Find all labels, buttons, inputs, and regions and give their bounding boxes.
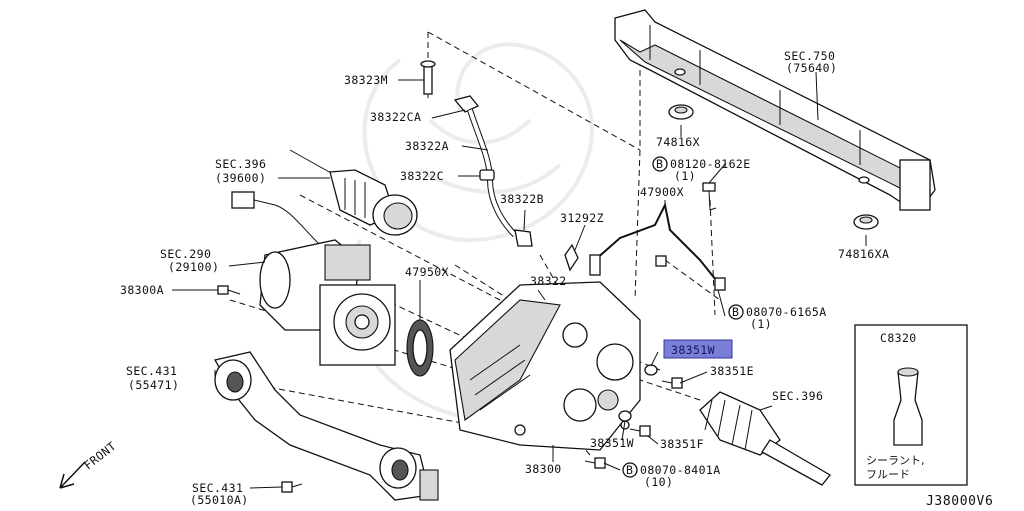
circled-b-icon: B <box>656 157 663 171</box>
label-sec290-sub: (29100) <box>168 260 219 274</box>
label-38351f[interactable]: 38351F <box>660 437 704 451</box>
grommet-74816x[interactable] <box>668 104 694 120</box>
front-label: FRONT <box>81 439 118 473</box>
inset-text-line2: フルード <box>866 468 910 481</box>
qty-08070-8401a: (10) <box>644 475 673 489</box>
clip-31292z[interactable] <box>564 243 579 272</box>
wiring-connector[interactable] <box>231 191 321 246</box>
washer-38351w-upper[interactable] <box>644 364 658 376</box>
label-sec290[interactable]: SEC.290 <box>160 247 211 261</box>
label-38300[interactable]: 38300 <box>525 462 562 476</box>
sealant-inset-panel <box>854 324 968 486</box>
bolt-08120[interactable] <box>702 182 716 211</box>
label-sec431-bot-sub: (55010A) <box>190 493 249 507</box>
label-sec396-top[interactable]: SEC.396 <box>215 157 266 171</box>
qty-08120-8162e: (1) <box>674 169 696 183</box>
axle-shaft-right[interactable] <box>699 391 831 486</box>
label-08070-6165a: 08070-6165A <box>746 305 827 319</box>
selected-part-highlight[interactable] <box>663 339 733 359</box>
bolt-08070-6165a[interactable] <box>655 255 667 267</box>
electric-motor-part[interactable] <box>259 239 396 366</box>
label-38351w[interactable]: 38351W <box>590 436 634 450</box>
label-38322[interactable]: 38322 <box>530 274 567 288</box>
label-74816x[interactable]: 74816X <box>656 135 700 149</box>
bolt-38300a[interactable] <box>217 285 241 295</box>
inset-text-line1: シーラント, <box>866 454 925 467</box>
bolt-38351f[interactable] <box>629 425 651 437</box>
label-sec431-top[interactable]: SEC.431 <box>126 364 177 378</box>
label-sec396-top-sub: (39600) <box>215 171 266 185</box>
label-sec431-bot[interactable]: SEC.431 <box>192 481 243 495</box>
label-74816xa[interactable]: 74816XA <box>838 247 889 261</box>
breather-hose-assembly[interactable] <box>420 60 533 247</box>
inset-code-c8320[interactable]: C8320 <box>880 331 917 345</box>
label-38323m[interactable]: 38323M <box>344 73 388 87</box>
label-sec750-sub: (75640) <box>786 61 837 75</box>
sensor-harness-47900x[interactable] <box>589 201 726 291</box>
axle-shaft-top-left[interactable] <box>289 149 418 236</box>
diagram-id: J38000V6 <box>926 494 993 509</box>
differential-housing-38300[interactable] <box>449 281 641 451</box>
bolt-08070-8401a[interactable] <box>584 457 606 469</box>
qty-08070-6165a: (1) <box>750 317 772 331</box>
front-arrow <box>59 461 86 489</box>
bolt-bottom-left[interactable] <box>281 481 303 493</box>
crossmember-part[interactable] <box>614 9 936 211</box>
suspension-member-arm[interactable] <box>214 351 439 501</box>
label-47950x[interactable]: 47950X <box>405 265 449 279</box>
circled-b-icon: B <box>732 305 739 319</box>
label-47900x[interactable]: 47900X <box>640 185 684 199</box>
ref-08070-6165a[interactable]: B 08070-6165A (1) <box>728 304 827 331</box>
label-sec396-right[interactable]: SEC.396 <box>772 389 823 403</box>
washer-38351w-lower[interactable] <box>618 410 632 422</box>
label-38351w-selected[interactable]: 38351W <box>671 343 715 357</box>
bearing-47950x[interactable] <box>406 319 434 377</box>
label-38322c[interactable]: 38322C <box>400 169 444 183</box>
label-38351e[interactable]: 38351E <box>710 364 754 378</box>
label-38322b[interactable]: 38322B <box>500 192 544 206</box>
ref-08120-8162e[interactable]: B 08120-8162E (1) <box>652 156 751 183</box>
label-38300a[interactable]: 38300A <box>120 283 164 297</box>
leader-lines <box>172 71 867 489</box>
label-31292z[interactable]: 31292Z <box>560 211 604 225</box>
label-38322ca[interactable]: 38322CA <box>370 110 421 124</box>
circled-b-icon: B <box>626 463 633 477</box>
label-sec431-top-sub: (55471) <box>128 378 179 392</box>
grommet-74816xa[interactable] <box>853 214 879 230</box>
label-08120-8162e: 08120-8162E <box>670 157 751 171</box>
label-sec750[interactable]: SEC.750 <box>784 49 835 63</box>
bolt-38351e[interactable] <box>661 377 683 389</box>
label-38322a[interactable]: 38322A <box>405 139 449 153</box>
label-08070-8401a: 08070-8401A <box>640 463 721 477</box>
ref-08070-8401a[interactable]: B 08070-8401A (10) <box>622 462 721 489</box>
